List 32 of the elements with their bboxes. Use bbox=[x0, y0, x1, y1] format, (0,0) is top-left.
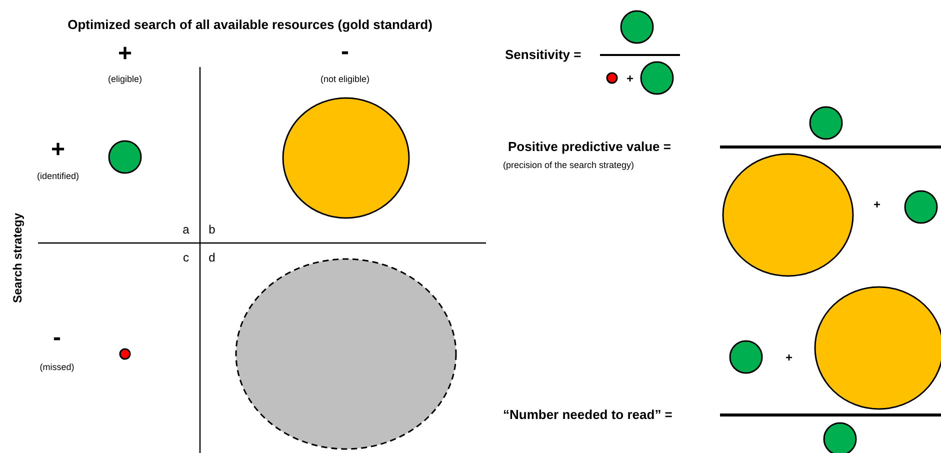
plus-sign: + bbox=[874, 198, 880, 212]
cell-letter: b bbox=[208, 223, 216, 237]
circle-symbol bbox=[119, 348, 131, 360]
axis-label: Search strategy bbox=[11, 212, 25, 304]
row-sign: - bbox=[53, 324, 61, 352]
formula-label: Sensitivity = bbox=[505, 48, 582, 62]
column-label: (not eligible) bbox=[320, 75, 370, 85]
row-label: (missed) bbox=[40, 363, 74, 373]
circle-symbol bbox=[235, 258, 457, 450]
circle-symbol bbox=[282, 97, 410, 219]
formula-note: (precision of the search strategy) bbox=[503, 161, 634, 171]
circle-symbol bbox=[108, 140, 142, 174]
row-label: (identified) bbox=[36, 172, 80, 182]
circle-symbol bbox=[620, 10, 654, 44]
plus-sign: + bbox=[626, 72, 634, 86]
cell-letter: c bbox=[183, 251, 189, 265]
cell-letter: a bbox=[182, 223, 190, 237]
circle-symbol bbox=[606, 72, 618, 84]
plus-sign: + bbox=[786, 351, 792, 365]
row-sign: + bbox=[51, 136, 65, 164]
formula-label: “Number needed to read” = bbox=[503, 408, 672, 422]
circle-symbol bbox=[904, 190, 938, 224]
column-sign: - bbox=[341, 38, 349, 66]
column-label: (eligible) bbox=[108, 75, 142, 85]
circle-symbol bbox=[729, 340, 763, 374]
circle-symbol bbox=[722, 153, 854, 277]
column-sign: + bbox=[118, 40, 132, 68]
cell-letter: d bbox=[208, 251, 216, 265]
formula-label: Positive predictive value = bbox=[508, 140, 671, 154]
chart-title: Optimized search of all available resources (gold standard) bbox=[68, 18, 432, 32]
circle-symbol bbox=[809, 106, 843, 140]
circle-symbol bbox=[640, 61, 674, 95]
